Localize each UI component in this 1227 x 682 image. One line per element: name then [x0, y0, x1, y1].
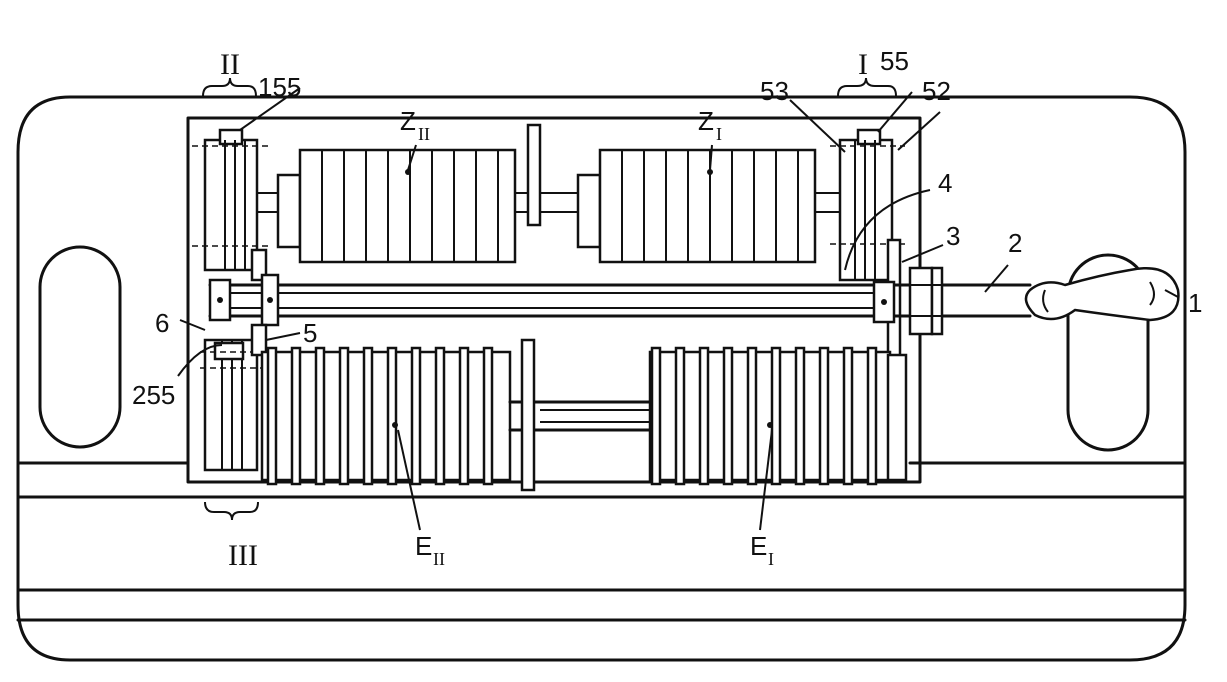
crank-handle[interactable]: [1024, 267, 1180, 322]
label-e-i-main: E: [750, 531, 767, 561]
roman-i: I: [858, 48, 868, 81]
label-155: 155: [258, 72, 301, 102]
counter-drum-z-ii: [276, 148, 517, 264]
label-52: 52: [922, 76, 951, 106]
label-6: 6: [155, 308, 169, 338]
mechanism-ii: [192, 128, 268, 282]
leader-lines: [177, 87, 1179, 531]
label-255: 255: [132, 380, 175, 410]
label-1: 1: [1188, 288, 1202, 318]
label-z-i-sub: I: [716, 124, 722, 144]
label-4: 4: [938, 168, 952, 198]
bracket-i: [837, 77, 897, 97]
bracket-ii: [202, 77, 257, 97]
counter-drum-z-i: [576, 148, 817, 264]
label-55: 55: [880, 46, 909, 76]
label-e-i-sub: I: [768, 549, 774, 569]
disk-stack-e-i: [648, 346, 908, 486]
label-53: 53: [760, 76, 789, 106]
housing-outline: [16, 95, 1187, 662]
disk-stack-e-ii: [260, 346, 512, 486]
left-oval-window: [38, 245, 122, 449]
roman-iii: III: [228, 539, 258, 572]
label-3: 3: [946, 221, 960, 251]
bracket-iii: [204, 501, 259, 521]
lower-shaft: [508, 338, 652, 492]
main-shaft: [208, 266, 1032, 336]
upper-shaft: [258, 123, 840, 227]
label-5: 5: [303, 318, 317, 348]
roman-ii: II: [220, 48, 240, 81]
label-e-ii-sub: II: [433, 549, 445, 569]
right-oval-window: [1066, 253, 1150, 452]
label-z-i-main: Z: [698, 106, 714, 136]
label-z-ii-sub: II: [418, 124, 430, 144]
label-e-ii-main: E: [415, 531, 432, 561]
mechanism-i: [830, 128, 905, 362]
label-2: 2: [1008, 228, 1022, 258]
label-z-ii-main: Z: [400, 106, 416, 136]
